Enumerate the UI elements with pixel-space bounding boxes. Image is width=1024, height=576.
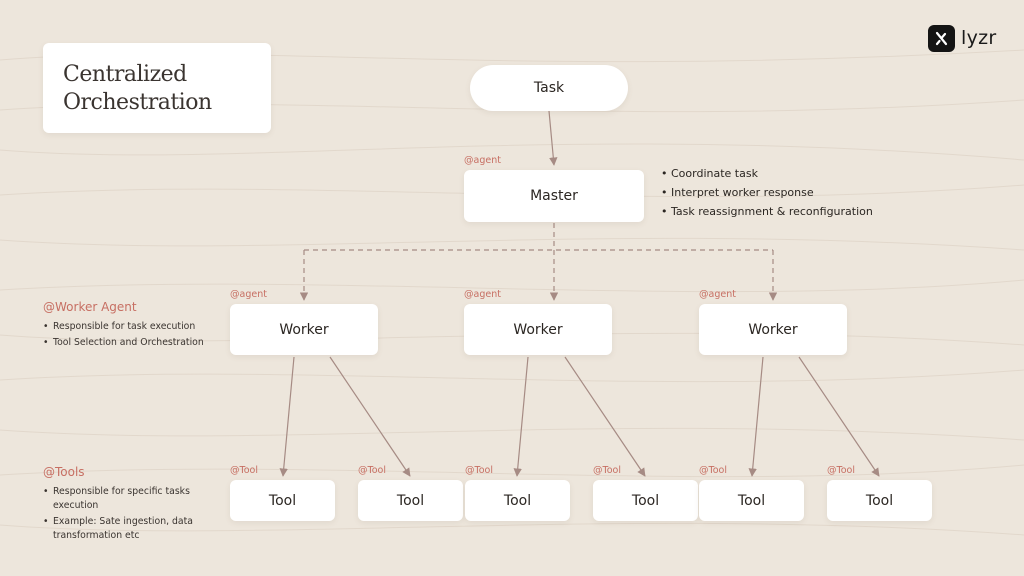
master-label: Master xyxy=(530,188,578,204)
tool-label: Tool xyxy=(268,492,297,509)
worker-tag: @agent xyxy=(699,289,736,300)
tool-tag: @Tool xyxy=(593,465,621,476)
master-tag: @agent xyxy=(464,155,501,166)
tool-node: Tool xyxy=(358,480,463,521)
worker-legend-bullet: Tool Selection and Orchestration xyxy=(43,336,213,350)
task-node: Task xyxy=(470,65,628,111)
tool-label: Tool xyxy=(396,492,425,509)
tool-label: Tool xyxy=(503,492,532,509)
worker-node: Worker xyxy=(699,304,847,355)
worker-legend-heading: @Worker Agent xyxy=(43,300,137,314)
worker-node: Worker xyxy=(464,304,612,355)
brand-logo: lyzr xyxy=(928,24,997,52)
lyzr-logo-icon xyxy=(928,24,955,52)
tools-legend-heading: @Tools xyxy=(43,465,85,479)
master-bullet: Task reassignment & reconfiguration xyxy=(661,202,873,221)
worker-legend-list: Responsible for task execution Tool Sele… xyxy=(43,320,213,352)
worker-label: Worker xyxy=(513,321,563,338)
task-label: Task xyxy=(533,80,565,96)
master-responsibilities: Coordinate task Interpret worker respons… xyxy=(661,164,873,221)
tool-label: Tool xyxy=(631,492,660,509)
worker-node: Worker xyxy=(230,304,378,355)
worker-label: Worker xyxy=(279,321,329,338)
tools-legend-bullet: Responsible for specific tasks execution xyxy=(43,485,213,513)
tools-legend-list: Responsible for specific tasks execution… xyxy=(43,485,213,545)
tool-node: Tool xyxy=(593,480,698,521)
master-bullet: Interpret worker response xyxy=(661,183,873,202)
master-node: Master xyxy=(464,170,644,222)
worker-legend-bullet: Responsible for task execution xyxy=(43,320,213,334)
tool-tag: @Tool xyxy=(230,465,258,476)
tool-tag: @Tool xyxy=(358,465,386,476)
tool-tag: @Tool xyxy=(465,465,493,476)
worker-label: Worker xyxy=(748,321,798,338)
title-card: Centralized Orchestration xyxy=(43,43,271,133)
page-title: Centralized Orchestration xyxy=(63,62,212,115)
task-to-master-arrow xyxy=(548,110,558,166)
tool-node: Tool xyxy=(827,480,932,521)
tool-node: Tool xyxy=(230,480,335,521)
tool-node: Tool xyxy=(699,480,804,521)
brand-logo-text: lyzr xyxy=(961,27,997,49)
tool-label: Tool xyxy=(737,492,766,509)
tool-node: Tool xyxy=(465,480,570,521)
worker-tag: @agent xyxy=(464,289,501,300)
tools-legend-bullet: Example: Sate ingestion, data transforma… xyxy=(43,515,213,543)
tool-label: Tool xyxy=(865,492,894,509)
tool-tag: @Tool xyxy=(699,465,727,476)
worker-tag: @agent xyxy=(230,289,267,300)
tool-tag: @Tool xyxy=(827,465,855,476)
master-bullet: Coordinate task xyxy=(661,164,873,183)
worker-to-tool-arrows xyxy=(279,356,880,477)
master-to-workers-dashed xyxy=(299,223,778,301)
